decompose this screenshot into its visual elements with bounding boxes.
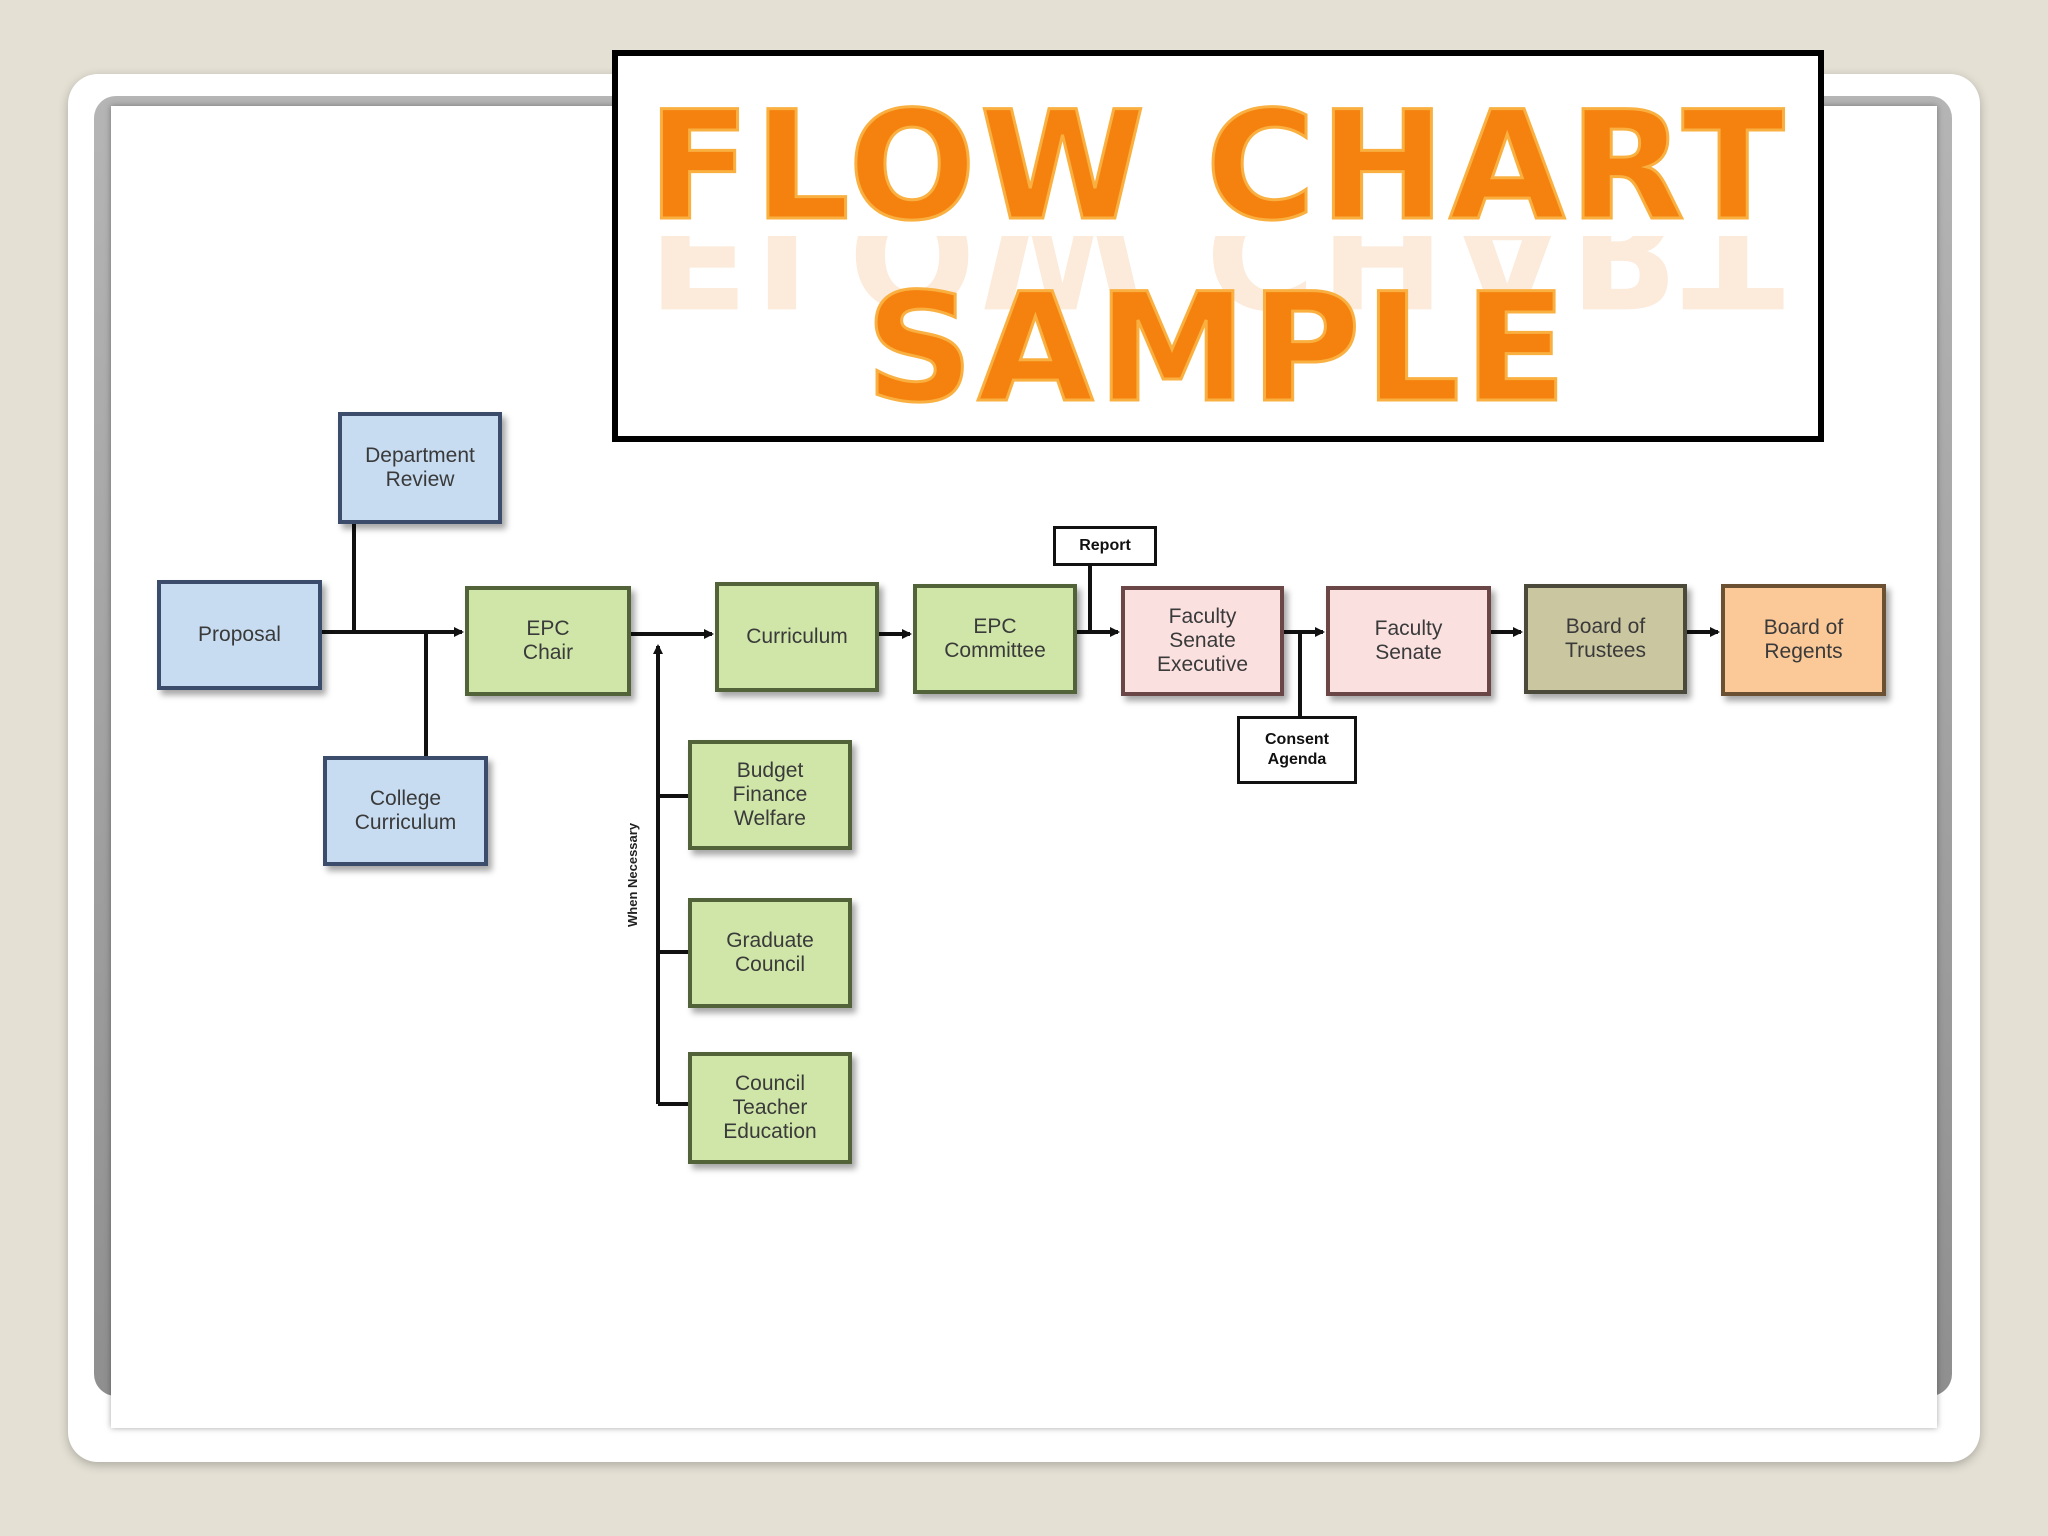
note-report: Report [1053, 526, 1157, 566]
note-consent-agenda: Consent Agenda [1237, 716, 1357, 784]
node-faculty-senate: Faculty Senate [1326, 586, 1491, 696]
node-budget-finance-welfare: Budget Finance Welfare [688, 740, 852, 850]
node-graduate-council: Graduate Council [688, 898, 852, 1008]
node-curriculum: Curriculum [715, 582, 879, 692]
title-line-2: SAMPLE [864, 262, 1571, 436]
node-council-teacher-education: Council Teacher Education [688, 1052, 852, 1164]
node-board-of-regents: Board of Regents [1721, 584, 1886, 696]
title-box: FLOW CHART FLOW CHART SAMPLE [612, 50, 1824, 442]
node-department-review: Department Review [338, 412, 502, 524]
label-when-necessary: When Necessary [625, 822, 640, 927]
node-epc-committee: EPC Committee [913, 584, 1077, 694]
node-proposal: Proposal [157, 580, 322, 690]
node-epc-chair: EPC Chair [465, 586, 631, 696]
title-line-1: FLOW CHART [646, 80, 1789, 254]
node-college-curriculum: College Curriculum [323, 756, 488, 866]
node-board-of-trustees: Board of Trustees [1524, 584, 1687, 694]
node-faculty-senate-executive: Faculty Senate Executive [1121, 586, 1284, 696]
